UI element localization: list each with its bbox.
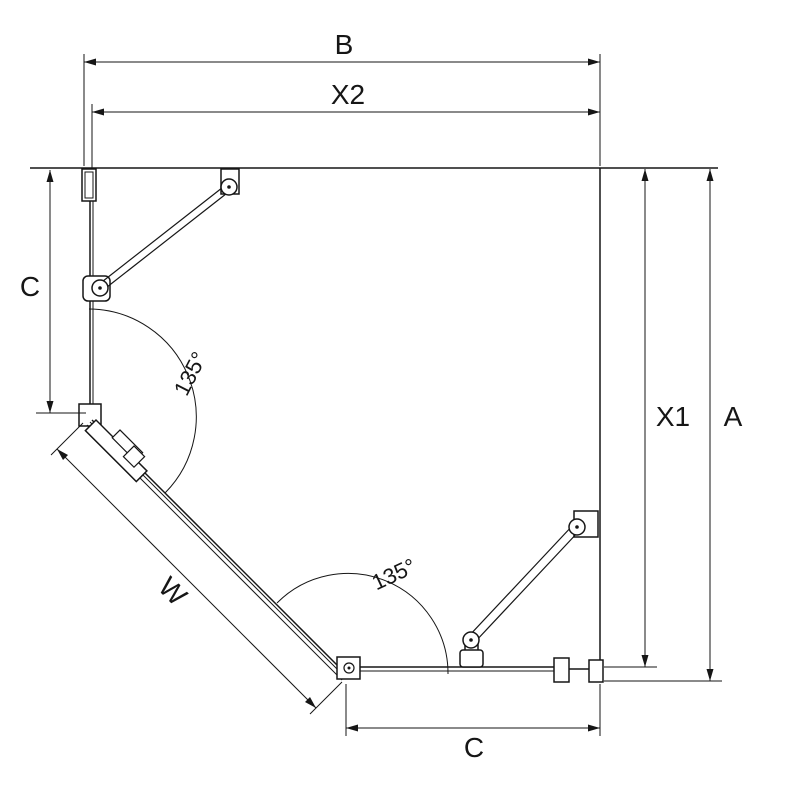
angle-arc: [276, 572, 449, 675]
dimension-b: B: [83, 29, 601, 166]
top-left-support-bar: [91, 168, 240, 297]
dimension-label-c-left: C: [20, 271, 40, 302]
door-pivot-pin: [347, 666, 351, 670]
dimension-label-w: W: [152, 571, 193, 612]
support-bar-foot-clamp: [459, 649, 484, 668]
dimension-c-bottom: C: [345, 684, 601, 763]
dimension-label-b: B: [335, 29, 354, 60]
support-bar-edge: [467, 523, 575, 638]
angle-label-bottom: 135°: [368, 553, 420, 595]
walls: [30, 167, 718, 681]
extension-line: [50, 422, 84, 456]
hinge-pin: [227, 185, 231, 189]
bottom-side-panel: [360, 657, 604, 683]
hinge-pin: [98, 286, 102, 290]
bottom-right-support-bar: [459, 510, 599, 668]
support-bar-edge: [97, 183, 228, 286]
support-bar-edge: [101, 189, 232, 292]
angle-arc: [88, 308, 197, 494]
dimension-line: [56, 448, 317, 709]
dimension-label-x2: X2: [331, 79, 365, 110]
bottom-wall-profile: [588, 659, 604, 683]
door-handle-knob: [122, 445, 146, 469]
bottom-panel-profile: [553, 657, 570, 683]
dimension-label-x1: X1: [656, 401, 690, 432]
dimension-label-a: A: [724, 401, 743, 432]
dimension-x1: X1: [604, 169, 690, 668]
angle-label-top: 135°: [169, 348, 212, 400]
dimension-label-c-bottom: C: [464, 732, 484, 763]
extension-line: [309, 681, 343, 715]
dimension-a: A: [604, 169, 743, 682]
dimension-x2: X2: [91, 79, 600, 168]
hinge-pin: [469, 638, 473, 642]
dimension-w: W: [50, 422, 343, 715]
angle-annotation-bottom: 135°: [276, 553, 449, 675]
angle-annotation-top: 135°: [88, 308, 212, 494]
dimension-c-left: C: [20, 170, 86, 414]
pivot-door-panel: [78, 403, 361, 681]
left-wall-profile-inner: [84, 171, 94, 199]
support-bar-edge: [473, 529, 581, 644]
hinge-pin: [575, 525, 579, 529]
